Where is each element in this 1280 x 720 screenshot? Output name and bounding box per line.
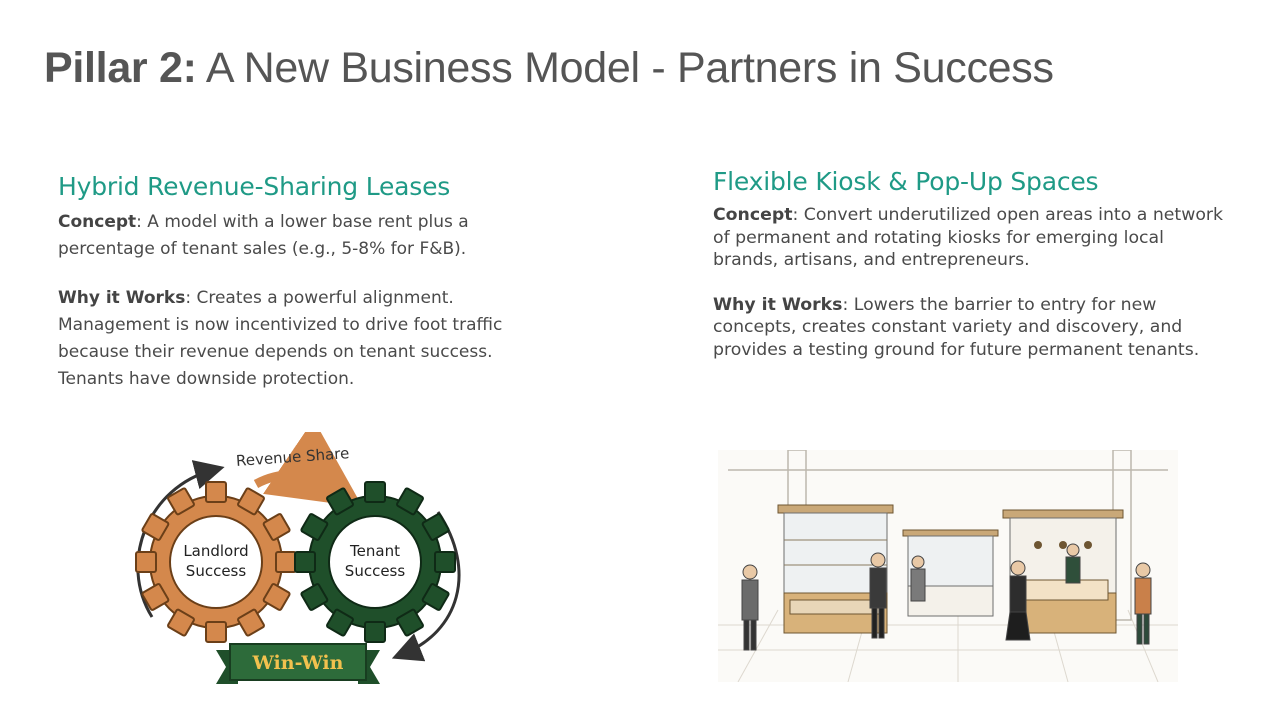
gear-tooth bbox=[167, 608, 195, 637]
gear-tooth bbox=[421, 583, 450, 611]
right-concept: Concept: Convert underutilized open area… bbox=[713, 204, 1233, 272]
gear-tooth bbox=[300, 583, 329, 611]
gear-tooth bbox=[326, 487, 354, 516]
gear-tooth bbox=[237, 487, 265, 516]
landlord-gear-line1: Landlord bbox=[183, 542, 248, 560]
revenue-share-label: Revenue Share bbox=[235, 444, 349, 470]
cycle-arrow-right bbox=[391, 511, 461, 662]
gear-tooth bbox=[300, 513, 329, 541]
left-column: Hybrid Revenue-Sharing Leases Concept: A… bbox=[58, 172, 558, 415]
gear-tooth bbox=[396, 487, 424, 516]
gears-diagram: Revenue Share Landlord Success Tenant Su… bbox=[135, 432, 461, 684]
landlord-gear-line2: Success bbox=[186, 562, 247, 580]
title-rest: A New Business Model - Partners in Succe… bbox=[196, 44, 1054, 92]
gear-tooth bbox=[167, 487, 195, 516]
right-column: Flexible Kiosk & Pop-Up Spaces Concept: … bbox=[713, 167, 1233, 383]
title-bold: Pillar 2: bbox=[44, 44, 197, 92]
right-why: Why it Works: Lowers the barrier to entr… bbox=[713, 294, 1233, 362]
gear-tooth bbox=[396, 608, 424, 637]
left-why-label: Why it Works bbox=[58, 288, 186, 308]
slide-title: Pillar 2: A New Business Model - Partner… bbox=[44, 44, 1054, 93]
left-concept-label: Concept bbox=[58, 212, 137, 232]
gear-tooth bbox=[205, 481, 227, 503]
right-why-text: : Lowers the barrier to entry for new co… bbox=[713, 294, 1200, 360]
left-concept: Concept: A model with a lower base rent … bbox=[58, 209, 558, 263]
gear-tooth bbox=[141, 513, 170, 541]
gear-tooth bbox=[364, 481, 386, 503]
left-concept-text: : A model with a lower base rent plus a … bbox=[58, 212, 469, 259]
gear-tooth bbox=[364, 621, 386, 643]
gear-tooth bbox=[135, 551, 157, 573]
tenant-gear-line1: Tenant bbox=[349, 542, 400, 560]
left-heading: Hybrid Revenue-Sharing Leases bbox=[58, 172, 451, 201]
win-win-label: Win-Win bbox=[252, 652, 344, 674]
gear-tooth bbox=[141, 583, 170, 611]
gear-tooth bbox=[262, 513, 291, 541]
gear-tooth bbox=[275, 551, 297, 573]
landlord-gear-icon bbox=[135, 481, 297, 643]
left-why: Why it Works: Creates a powerful alignme… bbox=[58, 285, 558, 393]
gear-tooth bbox=[326, 608, 354, 637]
right-why-label: Why it Works bbox=[713, 294, 843, 315]
gear-tooth bbox=[294, 551, 316, 573]
kiosk-illustration bbox=[718, 450, 1178, 682]
right-concept-label: Concept bbox=[713, 205, 793, 225]
gear-tooth bbox=[262, 583, 291, 611]
win-win-banner: Win-Win bbox=[216, 643, 380, 684]
gear-tooth bbox=[434, 551, 456, 573]
left-why-text: : Creates a powerful alignment. Manageme… bbox=[58, 288, 503, 389]
right-heading: Flexible Kiosk & Pop-Up Spaces bbox=[713, 167, 1099, 196]
tenant-gear-line2: Success bbox=[345, 562, 406, 580]
gear-tooth bbox=[205, 621, 227, 643]
gear-tooth bbox=[237, 608, 265, 637]
right-concept-text: : Convert underutilized open areas into … bbox=[713, 205, 1224, 270]
revenue-share-arrow-icon bbox=[253, 432, 363, 508]
gear-tooth bbox=[421, 513, 450, 541]
people bbox=[741, 543, 1152, 651]
tenant-gear-icon bbox=[294, 481, 456, 643]
